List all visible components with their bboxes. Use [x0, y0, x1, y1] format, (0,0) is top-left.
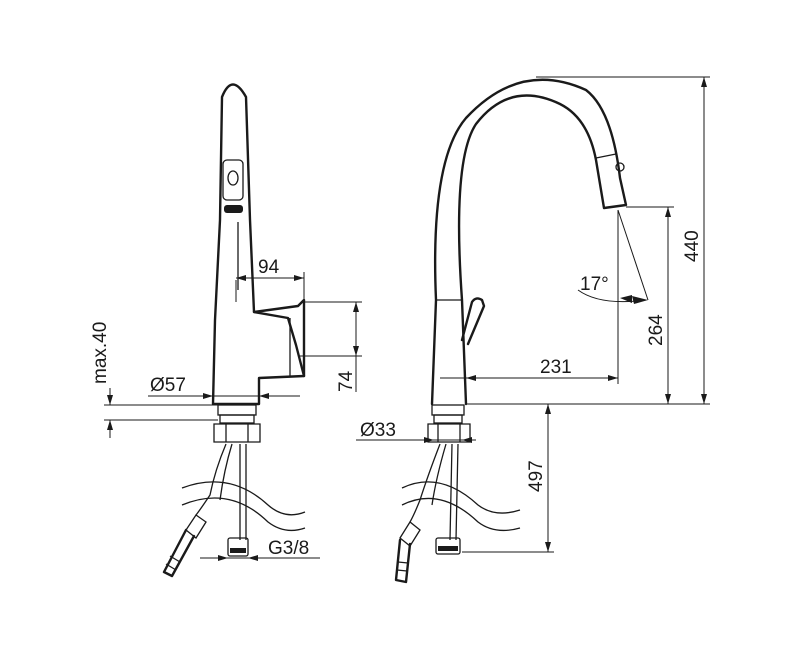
side-height-label: 74	[336, 370, 357, 392]
side-max-label: max.40	[90, 322, 111, 384]
side-thread-label: G3/8	[268, 538, 309, 559]
front-reach-label: 231	[540, 357, 572, 378]
front-hose-label: 497	[526, 460, 547, 492]
front-view-dimensions	[356, 76, 710, 553]
front-angle-label: 17°	[580, 274, 609, 295]
side-view-faucet	[162, 83, 306, 578]
side-view-dimensions	[104, 272, 362, 561]
front-view-faucet	[394, 78, 628, 584]
side-width-label: 94	[258, 257, 280, 278]
front-spout-height-label: 264	[646, 314, 667, 346]
side-diameter-label: Ø57	[150, 375, 186, 396]
front-diameter-label: Ø33	[360, 420, 396, 441]
front-total-height-label: 440	[682, 230, 703, 262]
